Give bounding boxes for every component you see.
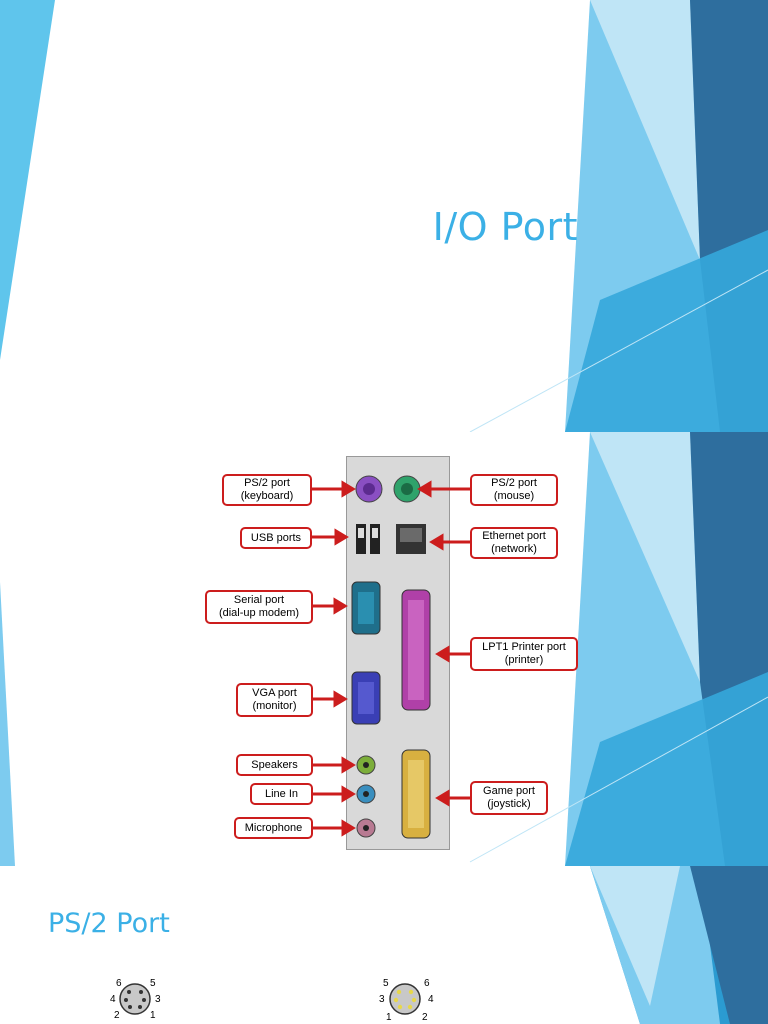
label-line: PS/2 port <box>491 477 537 489</box>
ps2-male-pinout: 5 6 3 4 1 2 <box>379 978 434 1023</box>
pin-label: 1 <box>386 1012 392 1023</box>
serial-port-label: Serial port (dial-up modem) <box>205 590 313 624</box>
printer-port-graphic <box>401 589 431 711</box>
serial-port-graphic <box>351 581 381 635</box>
ps2-mouse-label: PS/2 port (mouse) <box>470 474 558 506</box>
label-line: Serial port <box>233 594 285 606</box>
slide-title: I/O Port <box>432 205 578 249</box>
ethernet-port-label: Ethernet port (network) <box>470 527 558 559</box>
usb-port-graphic <box>356 524 380 554</box>
pin-label: 5 <box>383 978 389 989</box>
pin-label: 6 <box>116 978 122 989</box>
microphone-label: Microphone <box>234 817 313 839</box>
label-line: (joystick) <box>487 798 531 810</box>
vga-port-graphic <box>351 671 381 725</box>
ps2-pinout-diagrams: 6 5 4 3 2 1 5 6 3 4 1 2 <box>110 978 434 1023</box>
pin-label: 3 <box>155 994 161 1005</box>
label-line: Line In <box>264 787 299 800</box>
slide-decoration <box>0 432 768 866</box>
rear-io-panel <box>346 456 450 850</box>
speakers-label: Speakers <box>236 754 313 776</box>
label-line: (dial-up modem) <box>218 607 300 619</box>
ps2-female-pinout: 6 5 4 3 2 1 <box>110 978 161 1021</box>
label-line: Ethernet port <box>482 530 546 542</box>
pin-label: 2 <box>114 1010 120 1021</box>
pin-label: 5 <box>150 978 156 989</box>
label-line: (mouse) <box>493 490 535 502</box>
label-line: LPT1 Printer port <box>482 641 566 653</box>
slide-decoration <box>0 0 768 432</box>
ethernet-port-graphic <box>396 524 426 554</box>
label-line: Microphone <box>244 821 303 834</box>
line-in-label: Line In <box>250 783 313 805</box>
slide-decoration <box>590 866 768 1024</box>
port-graphics <box>312 475 470 839</box>
pin-label: 6 <box>424 978 430 989</box>
game-port-label: Game port (joystick) <box>470 781 548 815</box>
pin-label: 1 <box>150 1010 156 1021</box>
ps2-keyboard-label: PS/2 port (keyboard) <box>222 474 312 506</box>
label-line: Speakers <box>251 758 298 771</box>
pin-label: 2 <box>422 1012 428 1023</box>
slide-title: PS/2 Port <box>48 908 170 939</box>
label-line: VGA port <box>252 687 297 699</box>
label-line: (network) <box>491 543 537 555</box>
label-line: (keyboard) <box>240 490 294 502</box>
label-line: PS/2 port <box>244 477 290 489</box>
ps2-port-slide: PS/2 Port 6 5 4 3 2 1 5 6 3 4 1 2 <box>0 866 768 1024</box>
pin-label: 4 <box>110 994 116 1005</box>
pin-label: 3 <box>379 994 385 1005</box>
usb-ports-label: USB ports <box>240 527 312 549</box>
label-line: Game port <box>483 785 535 797</box>
label-line: (monitor) <box>252 700 297 712</box>
label-line: (printer) <box>504 654 544 666</box>
title-slide: I/O Port <box>0 0 768 432</box>
vga-port-label: VGA port (monitor) <box>236 683 313 717</box>
pin-label: 4 <box>428 994 434 1005</box>
io-port-diagram-slide: PS/2 port (keyboard) USB ports Serial po… <box>0 432 768 866</box>
lpt1-printer-port-label: LPT1 Printer port (printer) <box>470 637 578 671</box>
game-port-graphic <box>401 749 431 839</box>
label-line: USB ports <box>250 531 302 544</box>
